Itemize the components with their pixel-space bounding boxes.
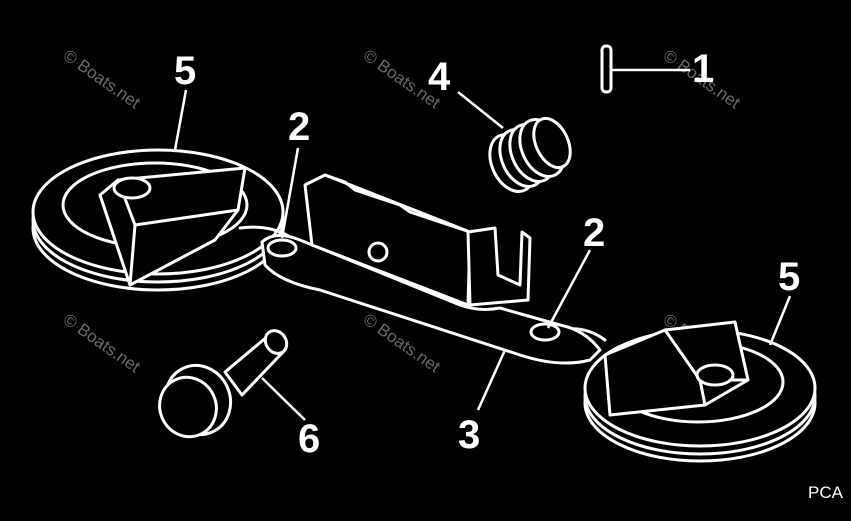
leader-2-left xyxy=(280,147,300,239)
diagram-code: PCA xyxy=(808,483,844,502)
callout-2-left: 2 xyxy=(288,105,310,149)
part-3-bracket xyxy=(260,173,602,365)
part-6-bolt xyxy=(158,329,289,439)
callout-1: 1 xyxy=(692,47,714,91)
callout-3: 3 xyxy=(458,413,480,457)
callout-6: 6 xyxy=(298,417,320,461)
leader-4 xyxy=(457,91,504,129)
callout-5-left: 5 xyxy=(174,49,196,93)
leader-5-right xyxy=(768,295,792,346)
watermark-1: © Boats.net xyxy=(60,46,144,113)
leader-lines xyxy=(173,68,792,421)
callouts: 1 4 5 2 2 5 3 6 xyxy=(174,47,800,461)
part-1-pin xyxy=(600,44,613,94)
callout-2-right: 2 xyxy=(583,211,605,255)
leader-2-right xyxy=(546,249,592,329)
part-5-left-disc xyxy=(31,148,294,292)
leader-5-left xyxy=(173,89,188,151)
leader-6 xyxy=(261,377,306,421)
part-4-spring xyxy=(488,116,572,193)
watermark-4: © Boats.net xyxy=(60,310,144,377)
part-5-right-disc xyxy=(558,320,817,463)
leader-3 xyxy=(476,349,507,411)
callout-5-right: 5 xyxy=(778,255,800,299)
callout-4: 4 xyxy=(428,55,451,99)
